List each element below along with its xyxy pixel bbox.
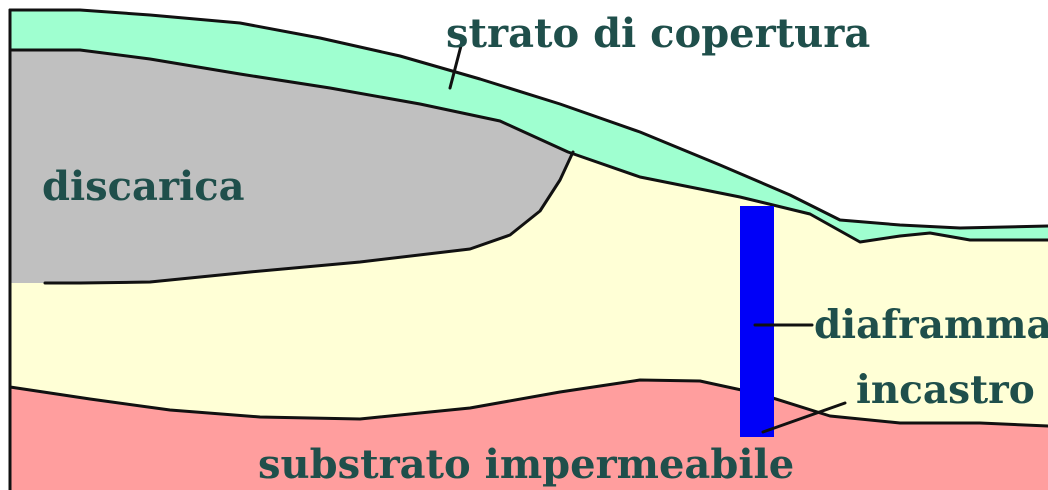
embedment-label: incastro xyxy=(856,367,1035,413)
diaphragm-label: diaframma xyxy=(814,302,1048,348)
impermeable-substrate-region xyxy=(10,380,1048,490)
embedment-leader-line xyxy=(761,401,847,434)
landfill-boundary-outline xyxy=(43,150,575,285)
cover-layer-region xyxy=(10,10,1048,242)
diaphragm-wall xyxy=(740,206,774,437)
soil-layer-region xyxy=(10,152,1048,426)
cover-layer-label: strato di copertura xyxy=(446,10,870,57)
cover-layer-leader-line xyxy=(448,40,464,90)
cover-bottom-outline xyxy=(8,48,1048,244)
landfill-label: discarica xyxy=(42,163,245,210)
substrate-top-outline xyxy=(8,378,1048,428)
cover-top-outline xyxy=(8,8,1048,230)
impermeable-substrate-label: substrato impermeabile xyxy=(258,441,794,488)
landfill-region xyxy=(10,50,573,283)
